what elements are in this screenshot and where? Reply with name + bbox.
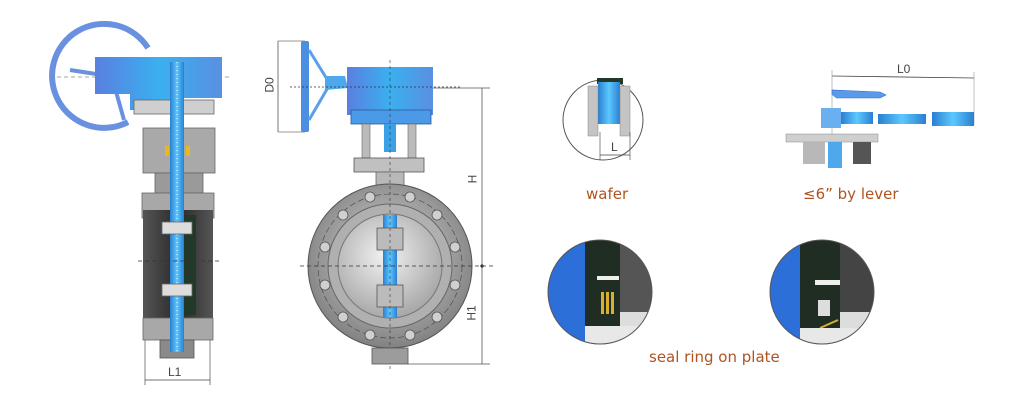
dim-label-d0: D0 (262, 77, 277, 93)
dim-label-l: L (611, 140, 618, 154)
dim-label-h: H (465, 174, 480, 184)
side-section-view (49, 20, 230, 385)
seal-detail-2 (769, 239, 875, 345)
front-view (277, 40, 495, 370)
seal-detail-1 (547, 239, 653, 345)
lever-detail (785, 70, 975, 168)
dim-label-l0: L0 (897, 62, 911, 76)
caption-lever: ≤6” by lever (803, 185, 899, 203)
caption-seal-ring: seal ring on plate (649, 348, 780, 366)
caption-wafer: wafer (586, 185, 629, 203)
dim-label-h1: H1 (464, 305, 479, 321)
wafer-detail (562, 78, 644, 161)
dim-label-l1: L1 (168, 365, 182, 379)
